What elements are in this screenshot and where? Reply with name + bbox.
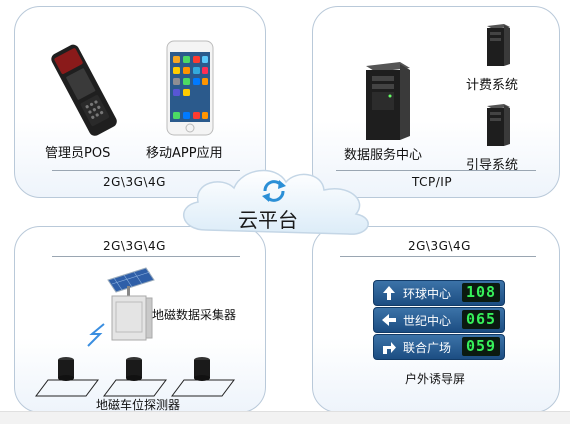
arrow-left-icon xyxy=(382,314,396,326)
top-left-panel xyxy=(14,6,266,198)
guidance-row-count: 065 xyxy=(462,310,500,329)
collector-image xyxy=(107,267,155,341)
detector-label: 地磁车位探测器 xyxy=(96,398,181,412)
top-left-divider xyxy=(52,170,240,171)
parking-slots-image xyxy=(35,357,235,397)
refresh-icon xyxy=(262,180,286,202)
guidance-row-3: 联合广场 059 xyxy=(373,334,505,360)
collector-label: 地磁数据采集器 xyxy=(152,308,237,322)
guidance-row-name: 世纪中心 xyxy=(403,314,452,328)
guidance-label: 引导系统 xyxy=(466,158,519,173)
guidance-server-image xyxy=(487,104,510,146)
app-label: 移动APP应用 xyxy=(146,146,223,161)
arrow-up-icon xyxy=(383,286,395,300)
guidance-row-2: 世纪中心 065 xyxy=(373,307,505,333)
wireless-signal-icon xyxy=(87,323,105,347)
top-left-network: 2G\3G\4G xyxy=(103,175,166,189)
guidance-row-name: 联合广场 xyxy=(403,341,452,355)
bottom-left-network: 2G\3G\4G xyxy=(103,239,166,253)
guidance-row-count: 108 xyxy=(462,283,500,302)
guidance-row-1: 环球中心 108 xyxy=(373,280,505,306)
top-right-divider xyxy=(336,170,536,171)
cloud-platform-image xyxy=(182,169,369,235)
top-right-network: TCP/IP xyxy=(412,175,453,189)
guidance-row-count: 059 xyxy=(462,337,500,356)
bottom-left-divider xyxy=(52,256,240,257)
data-center-label: 数据服务中心 xyxy=(344,148,423,163)
cloud-label: 云平台 xyxy=(238,208,298,232)
smartphone-image xyxy=(166,40,214,136)
bottom-right-network: 2G\3G\4G xyxy=(408,239,471,253)
guidance-row-name: 环球中心 xyxy=(403,287,452,301)
arrow-turn-right-icon xyxy=(383,342,396,354)
billing-server-image xyxy=(487,24,510,66)
bottom-right-divider xyxy=(340,256,536,257)
billing-label: 计费系统 xyxy=(466,78,519,93)
pos-terminal-image xyxy=(51,44,117,136)
pos-label: 管理员POS xyxy=(45,146,111,161)
top-right-panel xyxy=(312,6,560,198)
data-server-image xyxy=(366,62,410,140)
bottom-strip xyxy=(0,411,570,424)
screen-label: 户外诱导屏 xyxy=(405,372,466,386)
